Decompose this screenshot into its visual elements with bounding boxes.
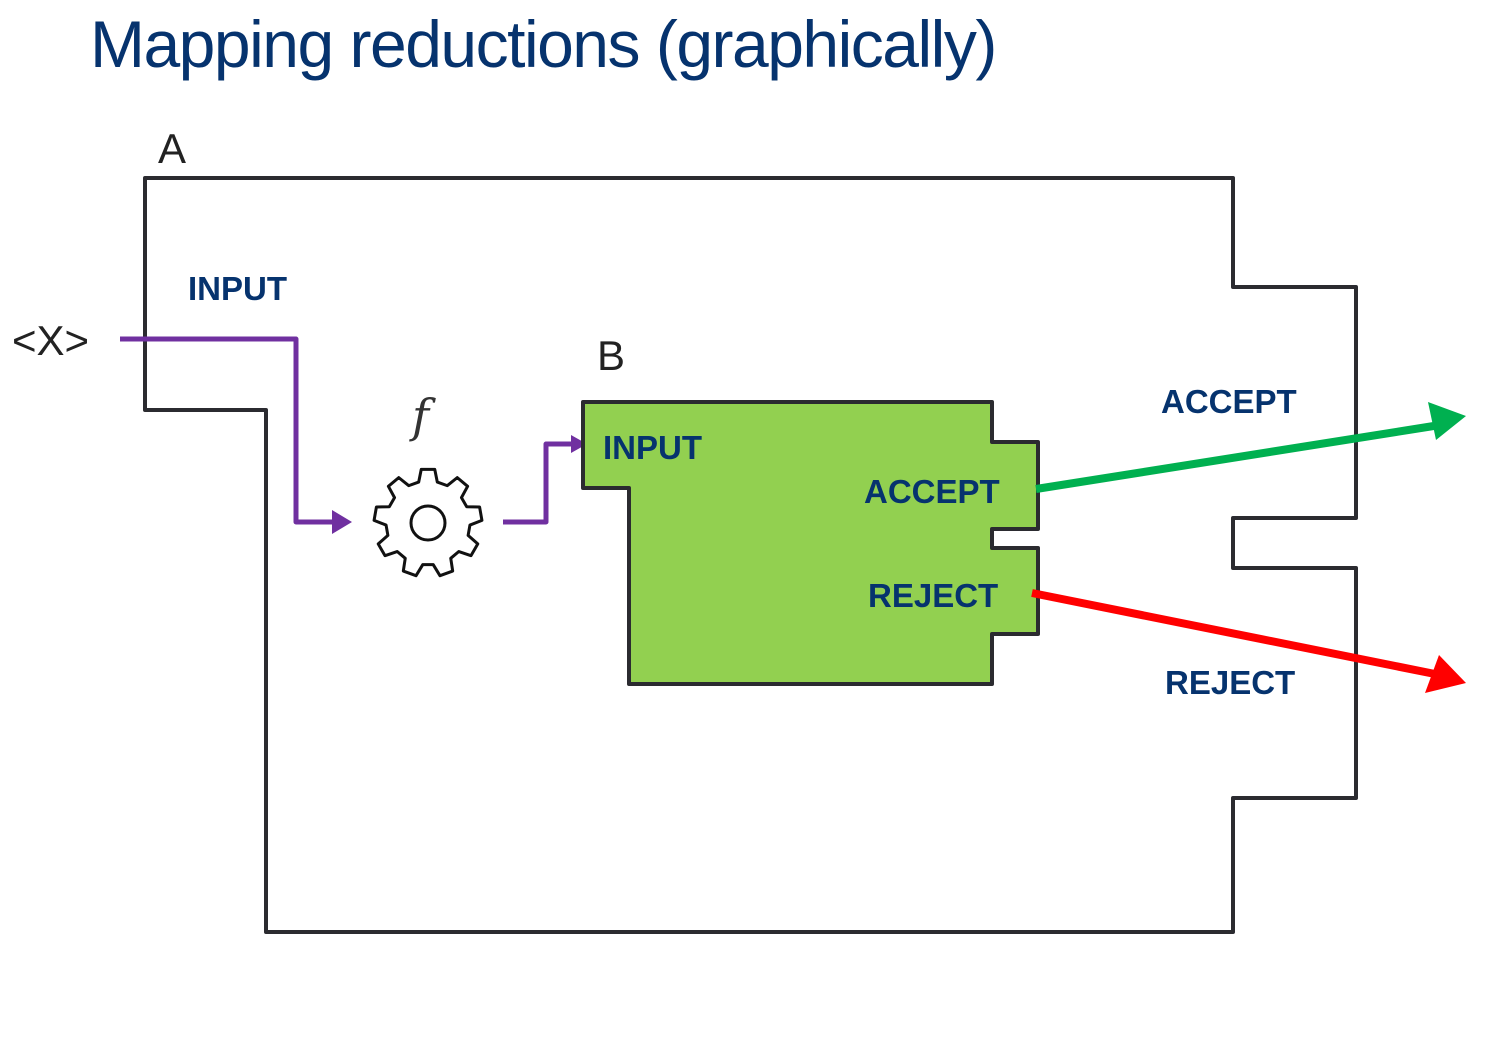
input-flow-arrow	[120, 336, 338, 525]
accept-arrow	[1035, 421, 1441, 493]
reject-arrowhead	[1425, 655, 1466, 693]
transformed-input-arrowhead	[571, 435, 587, 453]
machine-a-reject-label: REJECT	[1165, 664, 1295, 701]
reject-arrow	[1031, 589, 1441, 679]
machine-a-input-label: INPUT	[188, 270, 287, 307]
machine-b-outline	[581, 400, 1040, 686]
machine-b-accept-label: ACCEPT	[864, 473, 1000, 510]
machine-b-reject-label: REJECT	[868, 577, 998, 614]
transformed-input-arrow	[503, 441, 572, 525]
gear-outline	[372, 467, 484, 578]
machine-b-label: B	[597, 332, 625, 379]
input-value: <X>	[12, 317, 89, 364]
accept-arrowhead	[1428, 402, 1466, 440]
machine-a-outline	[143, 176, 1358, 934]
machine-b-input-label: INPUT	[603, 429, 702, 466]
gear-icon	[372, 467, 484, 578]
machine-a-accept-label: ACCEPT	[1161, 383, 1297, 420]
gear-hole	[409, 504, 447, 542]
function-label: f	[409, 389, 436, 443]
page-title: Mapping reductions (graphically)	[90, 7, 997, 81]
machine-a-label: A	[158, 125, 186, 172]
input-flow-arrowhead	[332, 510, 352, 534]
